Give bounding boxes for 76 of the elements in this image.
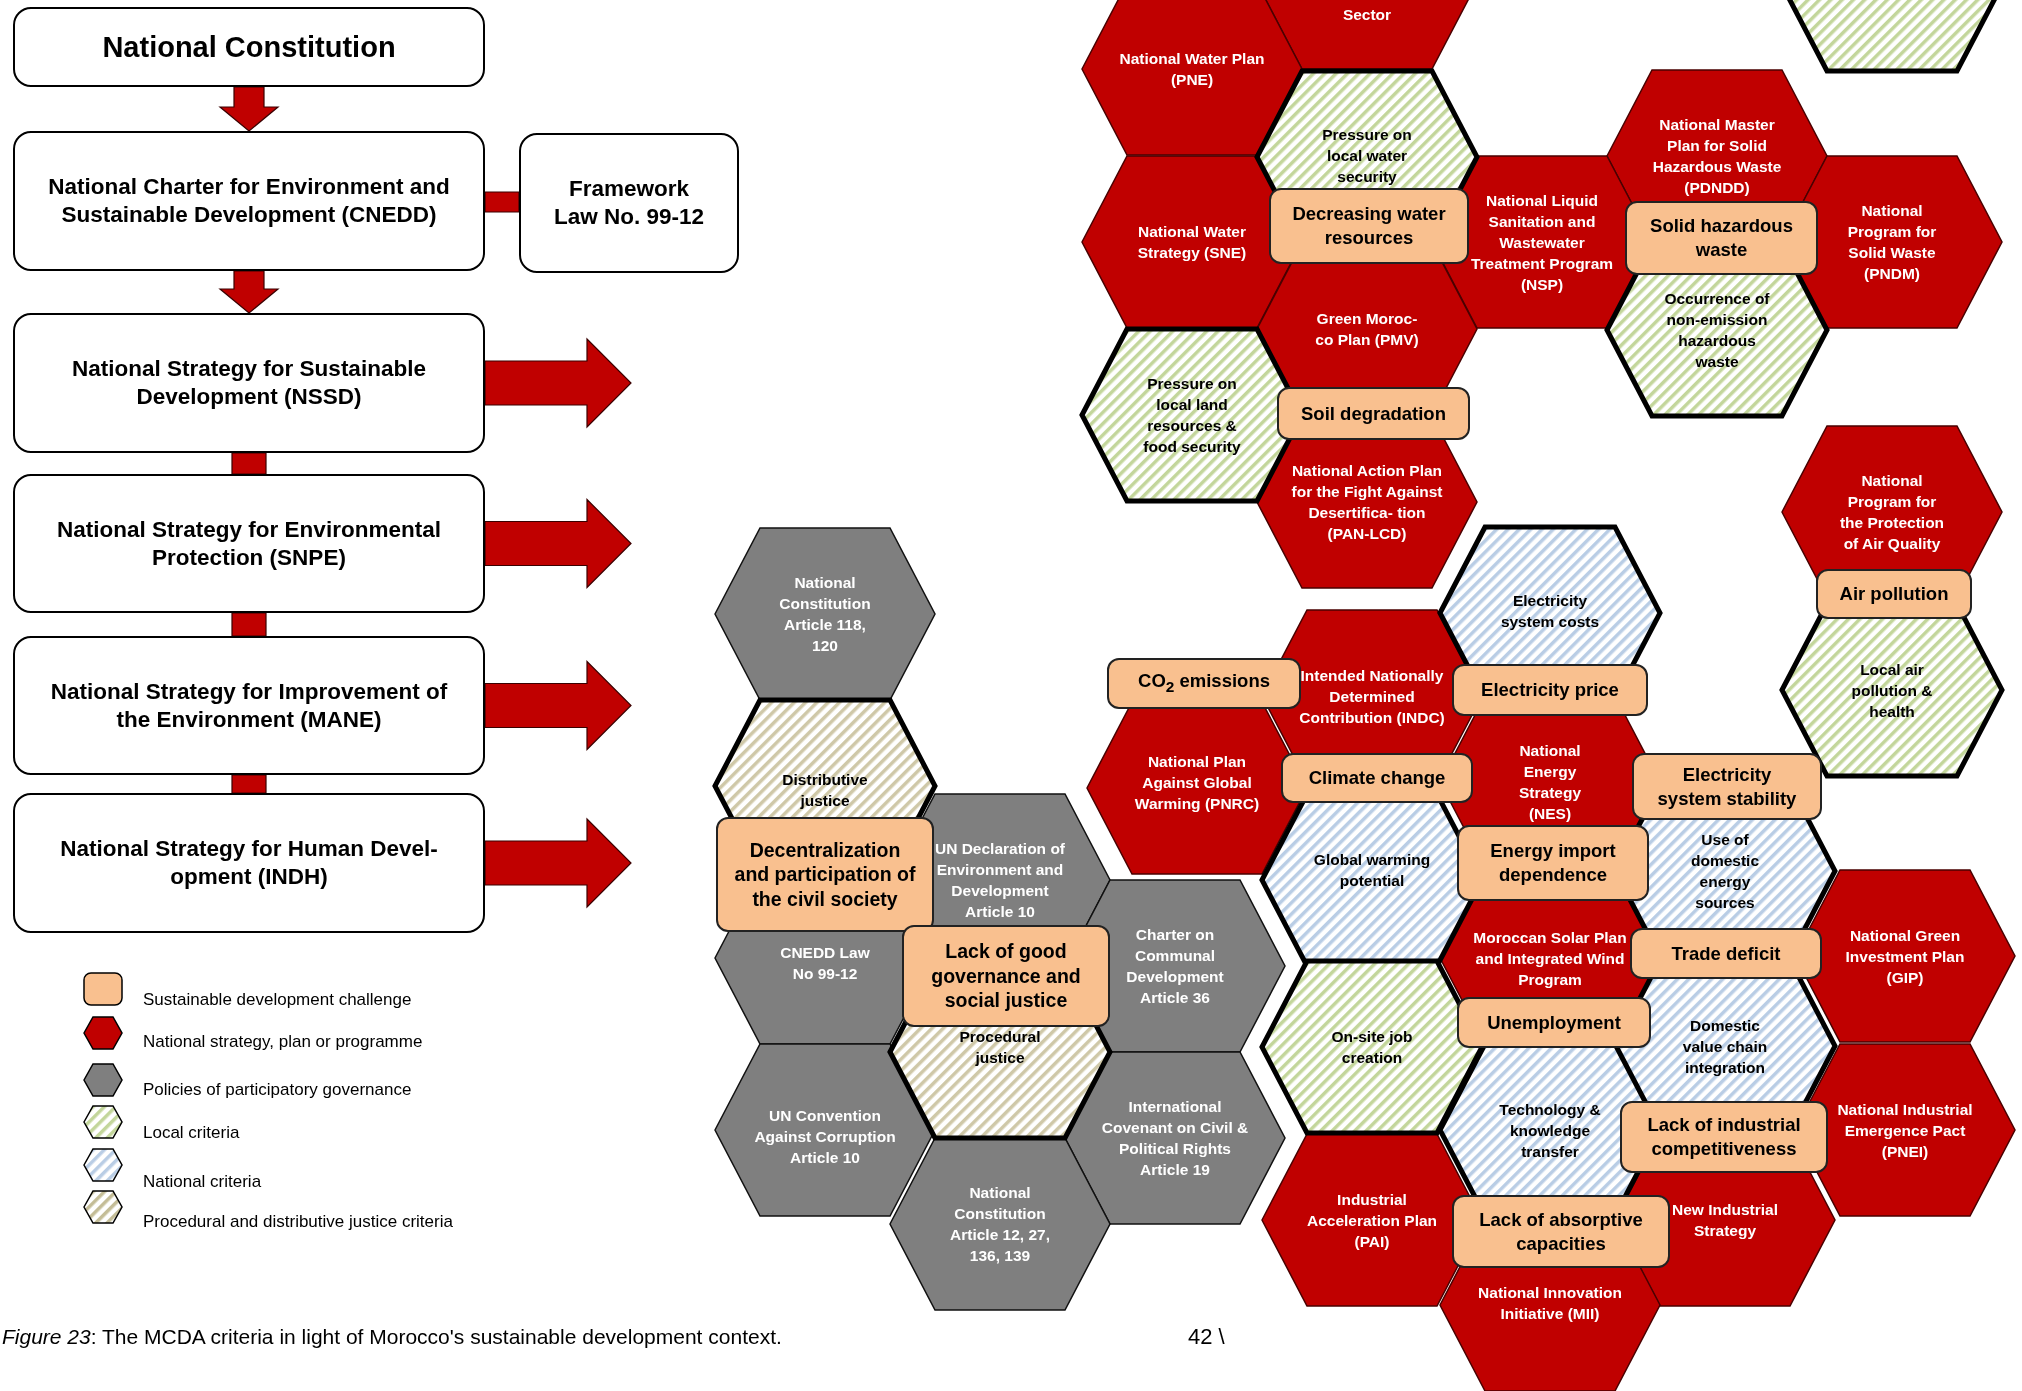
block-arrow (484, 660, 632, 751)
strategy-name: Industrial Acceleration Plan (PAI) (1305, 1189, 1439, 1252)
challenge-box: Decentralization and participation of the civil society (716, 817, 934, 932)
challenge-box: Trade deficit (1630, 928, 1822, 979)
document-box: National Strategy for Environmental Protection (SNPE) (13, 474, 485, 613)
connector-bar (231, 774, 267, 794)
strategy-name: New Industrial Strategy (1671, 1200, 1779, 1241)
document-box: National Strategy for Human Devel- opment (INDH) (13, 793, 485, 933)
challenge-box: Soil degradation (1277, 387, 1470, 440)
connector-bar (231, 452, 267, 475)
policy-name: International Covenant on Civil & Political Rights Article 19 (1100, 1097, 1250, 1180)
challenge-box: Solid hazardous waste (1625, 201, 1818, 275)
challenge-box: Electricity system stability (1632, 753, 1822, 820)
criterion-label: Local air pollution & health (1850, 659, 1934, 722)
legend-label: National criteria (143, 1172, 262, 1192)
legend-label: National strategy, plan or programme (143, 1032, 423, 1052)
strategy-name: National Energy Strategy (NES) (1518, 741, 1582, 824)
challenge-box: Lack of industrial competitiveness (1620, 1101, 1828, 1173)
criterion-label: Technology & knowledge transfer (1498, 1099, 1602, 1162)
challenge-box: Climate change (1281, 753, 1473, 803)
document-box: National Strategy for Improvement of the Environment (MANE) (13, 636, 485, 775)
policy-name: UN Declaration of Environment and Development Article 10 (933, 839, 1067, 922)
figure-caption: Figure 23: The MCDA criteria in light of Morocco's sustainable development context. (2, 1324, 782, 1350)
policy-name: Charter on Communal Development Article 36 (1125, 925, 1225, 1008)
challenge-box: Decreasing water resources (1269, 188, 1469, 264)
strategy-name: Sector (1341, 4, 1393, 25)
strategy-name: Moroccan Solar Plan and Integrated Wind Program (1472, 927, 1628, 990)
challenge-box: Lack of good governance and social justice (902, 925, 1110, 1027)
legend-label: Sustainable development challenge (143, 990, 412, 1010)
criterion-label: Procedural justice (958, 1027, 1042, 1068)
block-arrow (218, 86, 280, 132)
strategy-name: National Water Plan (PNE) (1118, 49, 1266, 90)
strategy-name: National Water Strategy (SNE) (1136, 222, 1248, 263)
document-box: National Charter for Environment and Sustainable Development (CNEDD) (13, 131, 485, 271)
document-box: National Strategy for Sustainable Development (NSSD) (13, 313, 485, 453)
legend-label: Policies of participatory governance (143, 1080, 412, 1100)
strategy-name: National Industrial Emergence Pact (PNEI) (1836, 1099, 1974, 1162)
legend-label: Procedural and distributive justice criteria (143, 1212, 453, 1232)
strategy-name: National Liquid Sanitation and Wastewater Treatment Program (NSP) (1469, 190, 1615, 295)
connector-bar (231, 612, 267, 637)
criterion-label: Electricity system costs (1499, 591, 1601, 632)
challenge-box: Lack of absorptive capacities (1452, 1195, 1670, 1268)
policy-name: UN Convention Against Corruption Article 10 (753, 1105, 897, 1168)
criterion-label: Domestic value chain integration (1681, 1015, 1769, 1078)
policy-name: National Constitution Article 118, 120 (778, 573, 872, 656)
document-box: Framework Law No. 99-12 (519, 133, 739, 273)
criterion-label: Occurrence of non-emission hazardous waste (1663, 289, 1771, 372)
criterion-label: On-site job creation (1330, 1027, 1414, 1068)
document-box: National Constitution (13, 7, 485, 87)
connector-bar (484, 191, 520, 213)
challenge-box: CO$_{2}$ emissions (1107, 658, 1301, 709)
strategy-name: National Program for the Protection of Air Quality (1838, 471, 1946, 554)
page-number: 42 \ (1188, 1324, 1225, 1350)
strategy-name: National Innovation Initiative (MII) (1477, 1283, 1623, 1324)
criterion-label: Global warming potential (1312, 850, 1432, 891)
strategy-name: Intended Nationally Determined Contribution (INDC) (1298, 665, 1446, 728)
block-arrow (484, 498, 632, 589)
challenge-box: Air pollution (1816, 569, 1972, 619)
strategy-name: National Green Investment Plan (GIP) (1844, 925, 1966, 988)
strategy-name: National Plan Against Global Warming (PNRC) (1133, 751, 1261, 814)
block-arrow (484, 337, 632, 429)
criterion-label: Use of domestic energy sources (1689, 830, 1761, 913)
policy-name: National Constitution Article 12, 27, 136, 139 (949, 1183, 1051, 1266)
criterion-label: Distributive justice (781, 770, 869, 811)
block-arrow (218, 270, 280, 314)
challenge-box: Energy import dependence (1457, 825, 1649, 901)
strategy-name: National Master Plan for Solid Hazardous Waste (PDNDD) (1651, 115, 1783, 198)
challenge-box: Electricity price (1452, 664, 1648, 716)
legend-label: Local criteria (143, 1123, 240, 1143)
strategy-name: National Action Plan for the Fight Against Desertifica- tion (PAN-LCD) (1290, 461, 1444, 544)
criterion-label: Pressure on local water security (1321, 124, 1413, 187)
strategy-name: Green Moroc- co Plan (PMV) (1314, 309, 1420, 350)
policy-name: CNEDD Law No 99-12 (779, 943, 871, 984)
strategy-name: National Program for Solid Waste (PNDM) (1846, 201, 1938, 284)
block-arrow (484, 817, 632, 909)
criterion-label: Pressure on local land resources & food security (1142, 374, 1242, 457)
